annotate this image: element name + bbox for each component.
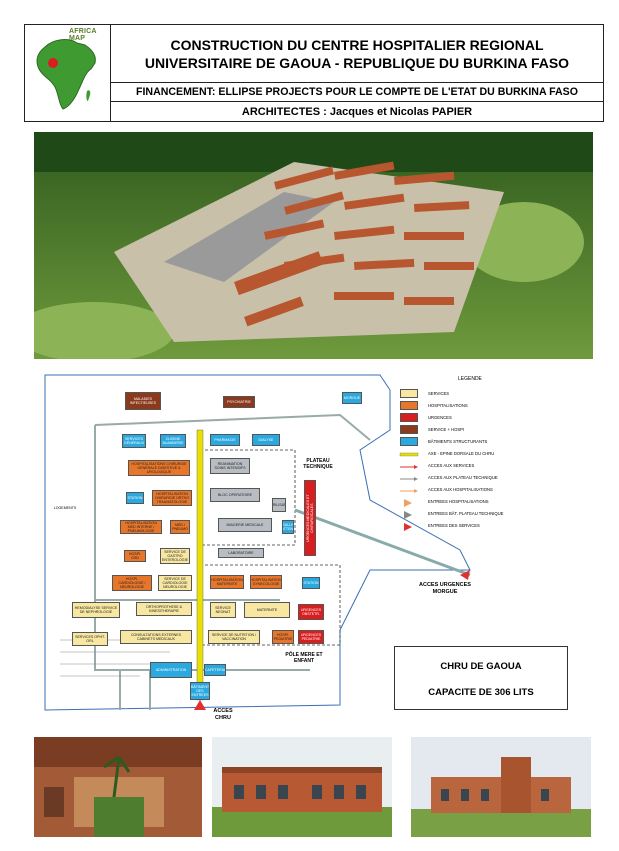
financement-line: FINANCEMENT: ELLIPSE PROJECTS POUR LE CO… (136, 86, 578, 98)
legend-swatch (400, 449, 418, 458)
block-hospi-gyneco: HOSPITALISATION GYNECOLOGIE (250, 575, 282, 589)
title-block: AFRICA MAP CONSTRUCTION DU CENTRE HOSPIT… (24, 24, 604, 122)
zone-plateau-technique: PLATEAU TECHNIQUE (303, 458, 333, 470)
block-service-cardio: SERVICE DE CARDIOLOGIE NEUROLOGIE (158, 575, 192, 591)
legend-item: ACCES AUX PLATEAU TECHNIQUE (400, 471, 580, 483)
legend-swatch (400, 412, 418, 422)
block-bloc-operatoire: BLOC OPERATOIRE (210, 488, 260, 502)
block-hospi-ortho: HOSPITALISATION CHIRURGIE ORTHO TRAUMATO… (152, 490, 192, 506)
block-laboratoire: LABORATOIRE (218, 548, 264, 558)
architectes-line: ARCHITECTES : Jacques et Nicolas PAPIER (241, 105, 473, 118)
legend-label: ACCES AUX PLATEAU TECHNIQUE (428, 474, 498, 480)
site-plan: PLATEAU TECHNIQUE PÔLE MERE ET ENFANT LO… (40, 370, 586, 727)
block-services-opht-orl: SERVICES OPHT. ORL (72, 632, 108, 646)
block-services-generaux: SERVICES GÉNÉRAUX (122, 434, 146, 448)
legend-label: ENTREES BÂT. PLATEAU TECHNIQUE (428, 510, 504, 516)
zone-pole-mere-enfant: PÔLE MERE ET ENFANT (285, 652, 323, 664)
legend-item: HOSPITALISATIONS (400, 399, 580, 411)
legend-label: BÂTIMENTS STRUCTURANTS (428, 438, 488, 444)
aerial-render-image (34, 132, 593, 359)
legend-item: ENTREES HOSPITALISATIONS (400, 495, 580, 507)
africa-map-logo: AFRICA MAP (25, 25, 111, 121)
legend-swatch (400, 497, 418, 506)
legend-swatch (400, 473, 418, 482)
block-batiment-entrees: BÂTIMENT DES ENTREES (190, 682, 210, 700)
legend-label: ENTREES HOSPITALISATIONS (428, 498, 489, 504)
side-building-photo (411, 737, 591, 837)
legend-item: ACCES AUX HOSPITALISATIONS (400, 483, 580, 495)
block-pharmacie: PHARMACIE (210, 434, 240, 446)
block-hospi-cardio: HOSPI. CARDIOLOGIE / NEUROLOGIE (112, 575, 152, 591)
acces-urgences-label: ACCES URGENCES MORGUE (419, 582, 471, 595)
block-urgences-medicales: URGENCES MEDICALES ET CHIRURGICALES (304, 480, 316, 556)
block-imagerie: IMAGERIE MEDICALE (218, 518, 272, 532)
legend-item: ENTREES BÂT. PLATEAU TECHNIQUE (400, 507, 580, 519)
block-hospi-maternite: HOSPITALISATION MATERNITE (210, 575, 244, 589)
legend-swatch (400, 400, 418, 410)
block-service-neonat: SERVICE NEONAT (210, 602, 236, 618)
block-maladies-infectieuses: MALADIES INFECTIEUSES (125, 392, 161, 410)
block-nutrition: SERVICE DE NUTRITION / VACCINATION (208, 630, 260, 644)
capacity-box: CHRU DE GAOUA CAPACITE DE 306 LITS (394, 646, 568, 710)
legend-item: BÂTIMENTS STRUCTURANTS (400, 435, 580, 447)
block-administration: ADMINISTRATION (150, 662, 192, 678)
block-urgences-pediatrie: URGENCES PEDIATRIE (298, 630, 324, 644)
block-salle-attente: SALLE D'ATTENTE (282, 520, 294, 534)
legend-swatch (400, 485, 418, 494)
block-reanimation: REANIMATION SOINS INTENSIFS (210, 458, 250, 474)
block-dialyse: DIALYSE (252, 434, 280, 446)
legend-label: URGENCES (428, 414, 452, 420)
block-urgences-obstetr: URGENCES OBSTETR. (298, 604, 324, 620)
legend-item: SERVICE + HOSPI (400, 423, 580, 435)
zone-logements: LOGEMENTS (53, 506, 77, 510)
legend-swatch (400, 461, 418, 470)
block-cafeteria: CAFETERIA (204, 664, 226, 676)
logo-label: AFRICA MAP (69, 28, 97, 42)
block-sterilisation: STERILISATION (272, 498, 286, 512)
acces-chru-label: ACCES CHRU (213, 708, 233, 721)
courtyard-photo (34, 737, 202, 837)
facade-photo (212, 737, 392, 837)
block-cuisine: CUISINE BUANDERIE (160, 434, 186, 448)
legend-swatch (400, 521, 418, 530)
legend-swatch (400, 388, 418, 398)
legend-label: SERVICES (428, 390, 450, 396)
block-hospi-med-interne: HOSPITALISATION MED INTERNE / PNEUMOLOGI… (120, 520, 162, 534)
block-psychiatrie: PSYCHIATRIE (223, 396, 255, 408)
legend-label: ACCES AUX HOSPITALISATIONS (428, 486, 493, 492)
legend-label: ENTREES DES SERVICES (428, 522, 480, 528)
chru-capacity: CAPACITE DE 306 LITS (428, 687, 534, 698)
block-hemodialyse: HEMODIALYSE SERVICE DE NEPHROLOGIE (72, 602, 120, 618)
legend-item: AXE - EPINE DORSALE DU CHRU (400, 447, 580, 459)
document-title: CONSTRUCTION DU CENTRE HOSPITALIER REGIO… (144, 36, 570, 71)
legend-swatch (400, 509, 418, 518)
block-hospi-gsd: HOSPI. GSD (124, 550, 146, 562)
legend-swatch (400, 436, 418, 446)
block-hospi-chirurgie: HOSPITALISATIONS CHIRURGIE GÉNÉRALE DIGE… (128, 460, 190, 476)
block-consultations: CONSULTATIONS EXTERNES CABINETS MEDICAUX (120, 630, 192, 644)
legend-label: AXE - EPINE DORSALE DU CHRU (428, 450, 495, 456)
chru-name: CHRU DE GAOUA (440, 661, 522, 672)
block-station: STATION (126, 492, 144, 504)
block-gastro: SERVICE DE GASTRO ENTEROLOGIE (160, 548, 190, 564)
legend-label: ACCES AUX SERVICES (428, 462, 475, 468)
legend-label: SERVICE + HOSPI (428, 426, 465, 432)
legend-label: HOSPITALISATIONS (428, 402, 468, 408)
legend-swatch (400, 424, 418, 434)
block-morgue: MORGUE (342, 392, 362, 404)
block-med-pneumo: MED / PNEUMO (170, 520, 190, 534)
legend-item: ACCES AUX SERVICES (400, 459, 580, 471)
block-orthoprothese: ORTHOPROTHESE & KINESITHERAPIE (136, 602, 192, 616)
legend-item: ENTREES DES SERVICES (400, 519, 580, 531)
block-hospi-pediatrie: HOSPI. PEDIATRIE (272, 630, 294, 644)
block-maternite: MATERNITE (244, 602, 290, 618)
legend-title: LEGENDE (458, 376, 482, 382)
block-station-2: STATION (302, 577, 320, 589)
legend-item: URGENCES (400, 411, 580, 423)
legend-item: SERVICES (400, 387, 580, 399)
